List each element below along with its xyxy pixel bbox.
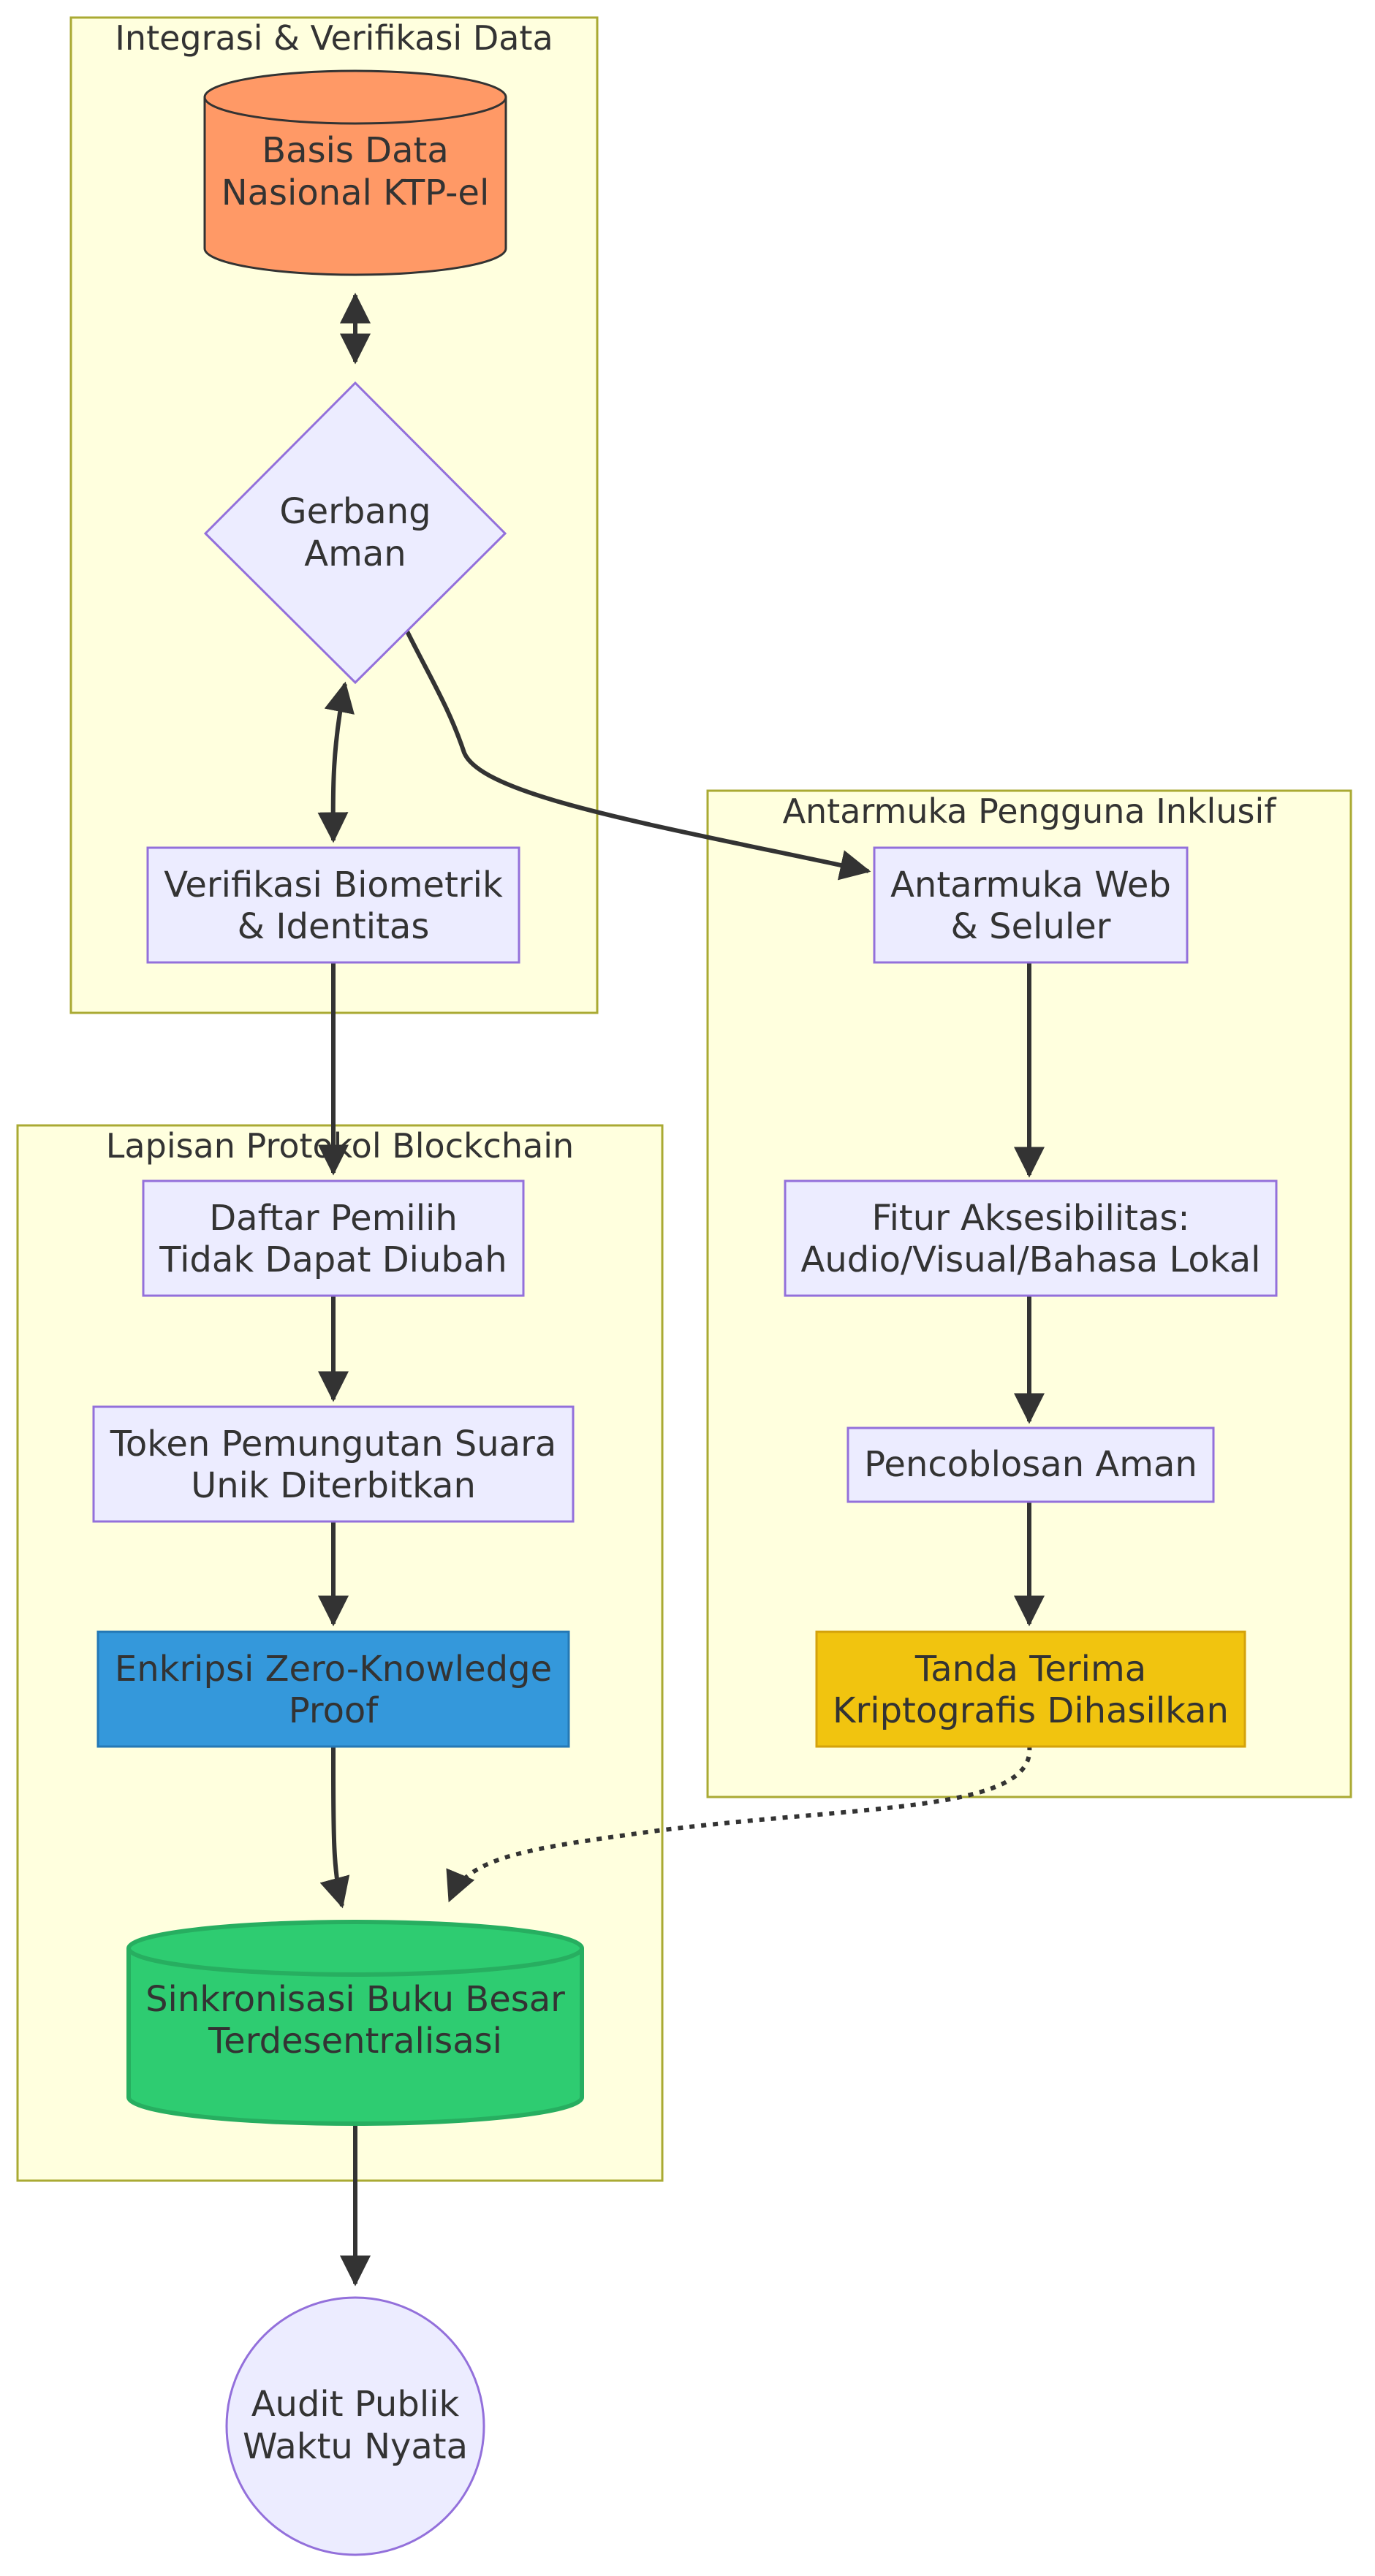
accessibility-box xyxy=(784,1179,1278,1297)
audit-label-line2: Waktu Nyata xyxy=(243,2426,468,2467)
edge-receipt-ledger xyxy=(446,1744,1032,1903)
receipt-label-line2: Kriptografis Dihasilkan xyxy=(833,1690,1229,1731)
cluster-blockchain-title: Lapisan Protokol Blockchain xyxy=(106,1126,574,1166)
gateway-diamond xyxy=(203,381,507,685)
node-receipt: Tanda Terima Kriptografis Dihasilkan xyxy=(815,1630,1246,1748)
zkp-label-line2: Proof xyxy=(289,1690,379,1731)
web-box xyxy=(873,846,1189,964)
ledger-cylinder xyxy=(126,1920,584,2126)
audit-circle xyxy=(225,2296,485,2556)
zkp-label-line1: Enkripsi Zero-Knowledge xyxy=(115,1649,552,1690)
biometric-box xyxy=(146,846,520,964)
ledger-label-line1: Sinkronisasi Buku Besar xyxy=(145,1979,565,2020)
edge-gateway-web xyxy=(405,630,871,881)
edge-zkp-ledger xyxy=(319,1744,350,1909)
node-token: Token Pemungutan Suara Unik Diterbitkan xyxy=(92,1405,575,1523)
web-label-line1: Antarmuka Web xyxy=(890,865,1171,905)
database-cylinder xyxy=(203,69,507,276)
node-ledger: Sinkronisasi Buku Besar Terdesentralisas… xyxy=(126,1920,584,2126)
token-label-line2: Unik Diterbitkan xyxy=(191,1465,476,1506)
node-accessibility: Fitur Aksesibilitas: Audio/Visual/Bahasa… xyxy=(784,1179,1278,1297)
web-label-line2: & Seluler xyxy=(950,906,1110,947)
biometric-label-line2: & Identitas xyxy=(238,906,430,947)
token-label-line1: Token Pemungutan Suara xyxy=(110,1424,556,1464)
accessibility-label-line2: Audio/Visual/Bahasa Lokal xyxy=(801,1239,1261,1280)
node-web: Antarmuka Web & Seluler xyxy=(873,846,1189,964)
node-gateway: Gerbang Aman xyxy=(203,381,507,685)
biometric-label-line1: Verifikasi Biometrik xyxy=(164,865,503,905)
receipt-label-line1: Tanda Terima xyxy=(914,1649,1146,1690)
database-label-line1: Basis Data xyxy=(262,130,449,171)
zkp-box xyxy=(96,1630,570,1748)
voting-box xyxy=(846,1426,1215,1503)
gateway-label-line1: Gerbang xyxy=(279,491,431,532)
ledger-label-line2: Terdesentralisasi xyxy=(208,2021,502,2062)
cluster-interface-title: Antarmuka Pengguna Inklusif xyxy=(783,791,1278,831)
voterlist-box xyxy=(142,1179,525,1297)
node-voting: Pencoblosan Aman xyxy=(846,1426,1215,1503)
node-voterlist: Daftar Pemilih Tidak Dapat Diubah xyxy=(142,1179,525,1297)
cluster-integration-title: Integrasi & Verifikasi Data xyxy=(115,18,553,58)
voterlist-label-line1: Daftar Pemilih xyxy=(209,1198,458,1239)
accessibility-label-line1: Fitur Aksesibilitas: xyxy=(871,1198,1189,1239)
audit-label-line1: Audit Publik xyxy=(251,2384,460,2425)
edges xyxy=(317,292,1045,2287)
edge-gateway-biometric xyxy=(317,681,355,843)
token-box xyxy=(92,1405,575,1523)
gateway-label-line2: Aman xyxy=(304,533,406,574)
voting-label: Pencoblosan Aman xyxy=(864,1444,1197,1485)
node-zkp: Enkripsi Zero-Knowledge Proof xyxy=(96,1630,570,1748)
database-label-line2: Nasional KTP-el xyxy=(221,172,490,213)
voterlist-label-line2: Tidak Dapat Diubah xyxy=(159,1239,507,1280)
receipt-box xyxy=(815,1630,1246,1748)
node-database: Basis Data Nasional KTP-el xyxy=(203,69,507,276)
node-audit: Audit Publik Waktu Nyata xyxy=(225,2296,485,2556)
node-biometric: Verifikasi Biometrik & Identitas xyxy=(146,846,520,964)
